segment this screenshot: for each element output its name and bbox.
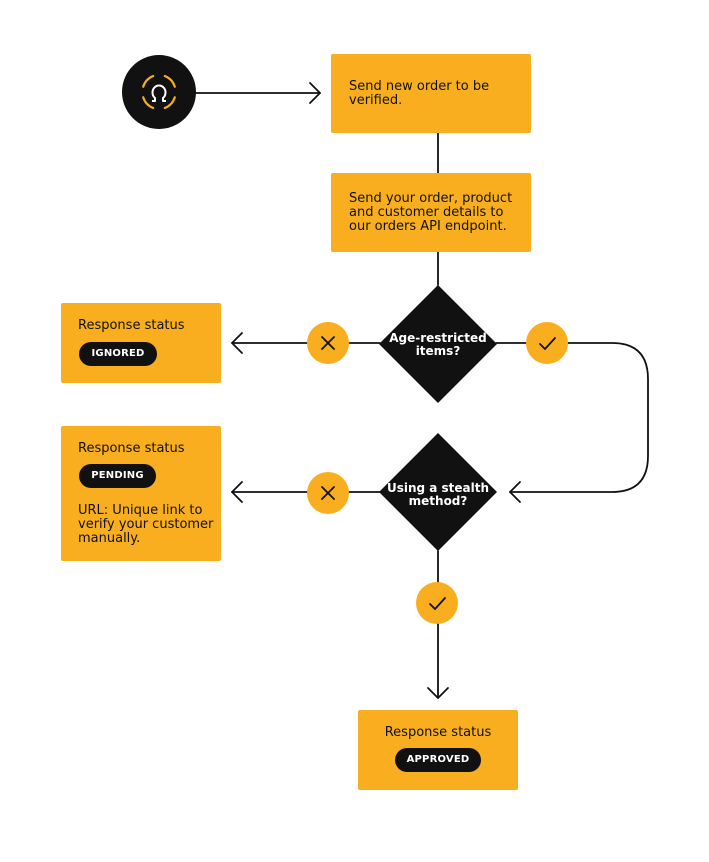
- status-badge-approved: APPROVED: [395, 748, 481, 772]
- arrowhead-to-order: [309, 82, 321, 104]
- yes-marker-age: [526, 322, 568, 364]
- cross-icon: [321, 336, 335, 350]
- connector-age-yes: [495, 342, 649, 493]
- outcome-ignored: Response status IGNORED: [61, 303, 221, 383]
- decision-stealth-method-label: Using a stealth method?: [386, 481, 490, 508]
- outcome-approved-label: Response status: [384, 725, 492, 740]
- arrowhead-to-stealth: [509, 481, 521, 503]
- arrowhead-to-approved: [427, 687, 449, 699]
- step-send-details: Send your order, product and customer de…: [331, 173, 531, 252]
- omega-logo-icon: [142, 74, 176, 110]
- outcome-approved: Response status APPROVED: [358, 710, 518, 790]
- outcome-pending-label: Response status: [78, 441, 185, 456]
- yes-marker-stealth: [416, 582, 458, 624]
- step-send-order-text: Send new order to be verified.: [349, 79, 490, 108]
- status-badge-ignored: IGNORED: [79, 342, 157, 366]
- decision-age-restricted-label: Age-restricted items?: [389, 331, 487, 358]
- arrowhead-to-ignored: [231, 332, 243, 354]
- outcome-ignored-label: Response status: [78, 318, 185, 333]
- step-send-details-text: Send your order, product and customer de…: [349, 191, 513, 234]
- no-marker-stealth: [307, 472, 349, 514]
- check-icon: [539, 337, 556, 350]
- start-node: [122, 55, 196, 129]
- arrowhead-to-pending: [231, 481, 243, 503]
- outcome-pending-note: URL: Unique link to verify your customer…: [78, 503, 214, 546]
- step-send-order: Send new order to be verified.: [331, 54, 531, 133]
- decision-stealth-method-diamond: [379, 433, 497, 551]
- decision-age-restricted-diamond: [379, 285, 497, 403]
- status-badge-pending: PENDING: [79, 464, 156, 488]
- cross-icon: [321, 486, 335, 500]
- no-marker-age: [307, 322, 349, 364]
- check-icon: [429, 597, 446, 610]
- outcome-pending: Response status PENDING URL: Unique link…: [61, 426, 221, 561]
